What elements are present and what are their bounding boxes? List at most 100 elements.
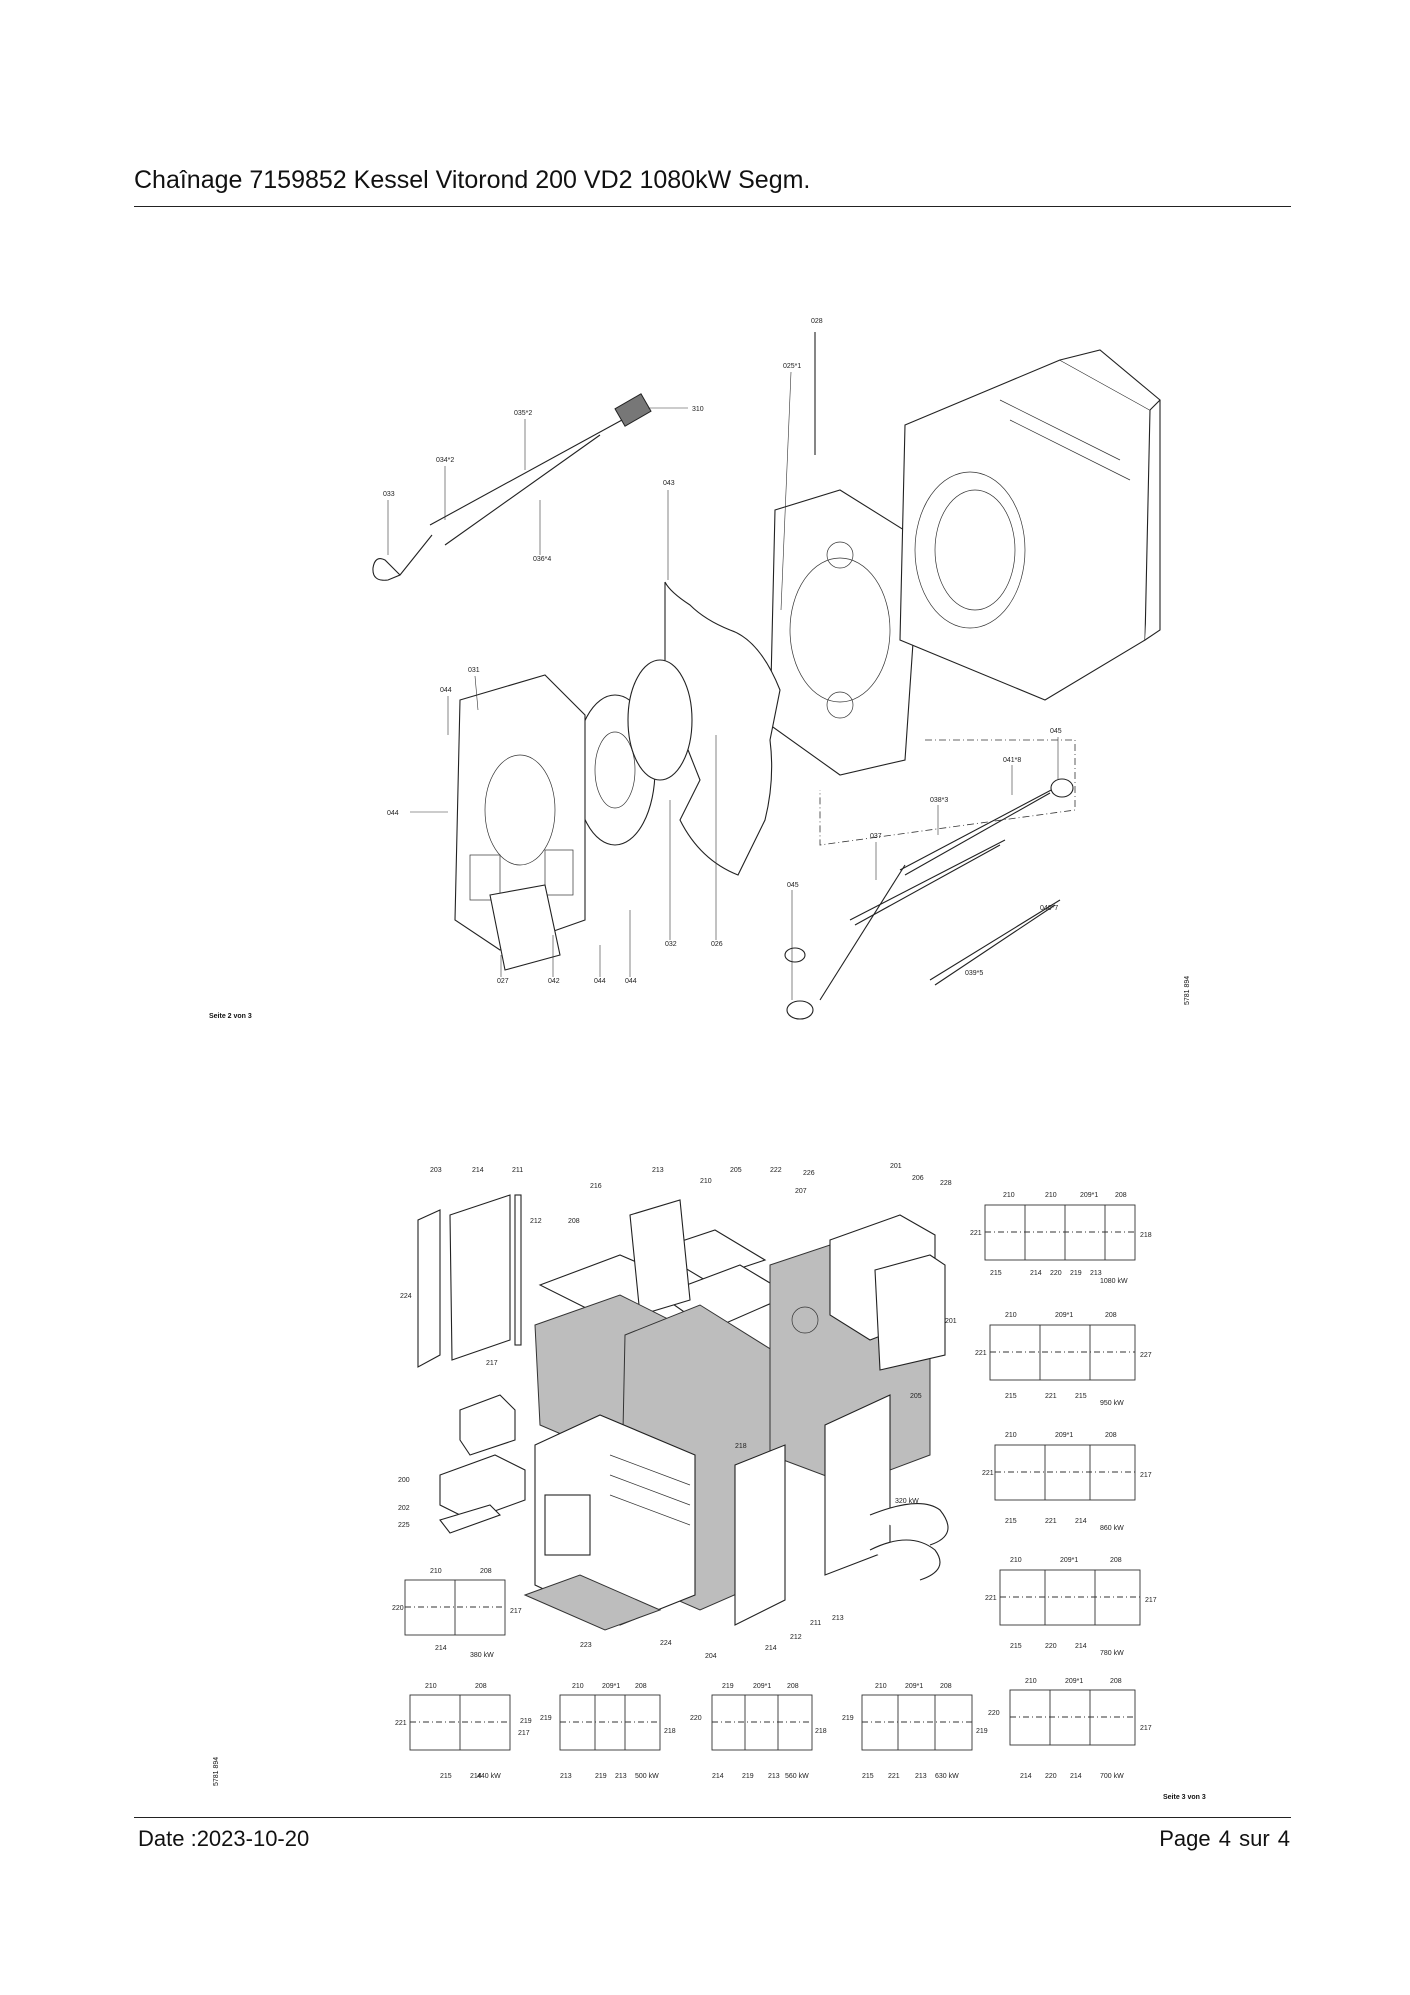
power-label: 500 kW: [635, 1773, 659, 1780]
exploded-diagram-bottom: 203 214 211 213 205 222 226 201 206 228 …: [392, 1163, 1157, 1780]
side-rail-203: [417, 1209, 441, 1368]
variant-grid: [404, 1204, 1141, 1751]
page-label-top: Seite 2 von 3: [209, 1013, 252, 1020]
svg-text:217: 217: [1140, 1725, 1152, 1732]
part-label: 213: [832, 1615, 844, 1622]
svg-text:218: 218: [815, 1728, 827, 1735]
svg-text:214: 214: [1030, 1270, 1042, 1277]
svg-text:215: 215: [1005, 1393, 1017, 1400]
svg-text:208: 208: [1105, 1432, 1117, 1439]
page-title: Chaînage 7159852 Kessel Vitorond 200 VD2…: [134, 166, 811, 194]
part-label: 038*3: [930, 797, 948, 804]
power-label: 380 kW: [470, 1652, 494, 1659]
part-label: 205: [730, 1167, 742, 1174]
part-label: 044: [440, 687, 452, 694]
svg-text:214: 214: [435, 1645, 447, 1652]
power-label: 860 kW: [1100, 1525, 1124, 1532]
power-label: 560 kW: [785, 1773, 809, 1780]
part-label: 207: [795, 1188, 807, 1195]
svg-text:220: 220: [392, 1605, 404, 1612]
part-label: 203: [430, 1167, 442, 1174]
part-label: 213: [652, 1167, 664, 1174]
svg-text:208: 208: [635, 1683, 647, 1690]
svg-text:219: 219: [722, 1683, 734, 1690]
part-label: 200: [398, 1477, 410, 1484]
svg-text:213: 213: [768, 1773, 780, 1780]
door-panel-214: [734, 1444, 786, 1626]
part-label: 222: [770, 1167, 782, 1174]
part-label: 035*2: [514, 410, 532, 417]
svg-text:208: 208: [1110, 1678, 1122, 1685]
power-labels: 320 kW 380 kW 440 kW 500 kW 560 kW 630 k…: [470, 1278, 1128, 1780]
svg-text:209*1: 209*1: [1055, 1312, 1073, 1319]
front-panel-200: [439, 1454, 526, 1521]
leader-lines-top: [387, 371, 1059, 1000]
power-label: 1080 kW: [1100, 1278, 1128, 1285]
power-label: 780 kW: [1100, 1650, 1124, 1657]
svg-text:210: 210: [430, 1568, 442, 1575]
svg-text:214: 214: [1070, 1773, 1082, 1780]
part-label: 224: [400, 1293, 412, 1300]
svg-text:215: 215: [1010, 1643, 1022, 1650]
svg-text:208: 208: [480, 1568, 492, 1575]
svg-text:213: 213: [615, 1773, 627, 1780]
boiler-segments: [899, 349, 1161, 701]
part-label: 034*2: [436, 457, 454, 464]
svg-text:221: 221: [1045, 1518, 1057, 1525]
part-label: 224: [660, 1640, 672, 1647]
part-label: 045: [1050, 728, 1062, 735]
seal-cord: [664, 581, 781, 876]
svg-text:213: 213: [560, 1773, 572, 1780]
variant-950-labels: 210 209*1 208 221 227 215 221 215: [975, 1312, 1152, 1400]
part-label: 044: [594, 978, 606, 985]
svg-text:210: 210: [1010, 1557, 1022, 1564]
part-label: 036*4: [533, 556, 551, 563]
svg-text:213: 213: [1090, 1270, 1102, 1277]
svg-text:220: 220: [988, 1710, 1000, 1717]
svg-text:217: 217: [1145, 1597, 1157, 1604]
turbulators: [784, 778, 1074, 1020]
variant-560-labels: 219 209*1 208 220 218 214 219 213: [690, 1683, 827, 1780]
svg-text:221: 221: [888, 1773, 900, 1780]
part-label: 028: [811, 318, 823, 325]
svg-text:210: 210: [572, 1683, 584, 1690]
part-label: 204: [705, 1653, 717, 1660]
dash-outline: [819, 739, 1076, 846]
svg-text:215: 215: [1075, 1393, 1087, 1400]
svg-text:220: 220: [690, 1715, 702, 1722]
part-label: 217: [486, 1360, 498, 1367]
svg-text:208: 208: [1110, 1557, 1122, 1564]
base-223: [523, 1574, 662, 1631]
part-label: 214: [765, 1645, 777, 1652]
svg-text:220: 220: [1045, 1773, 1057, 1780]
variant-440-labels: 210 208 221 217 215 214 219: [395, 1683, 532, 1780]
cable-b: [869, 1539, 941, 1581]
svg-text:214: 214: [712, 1773, 724, 1780]
variant-630-labels: 210 209*1 208 219 219 215 221 213: [842, 1683, 988, 1780]
part-label: 040*7: [1040, 905, 1058, 912]
svg-text:209*1: 209*1: [905, 1683, 923, 1690]
svg-text:209*1: 209*1: [1065, 1678, 1083, 1685]
part-labels-bottom: 203 214 211 213 205 222 226 201 206 228 …: [398, 1163, 957, 1660]
part-label: 205: [910, 1393, 922, 1400]
part-label: 211: [512, 1167, 523, 1174]
power-label: 630 kW: [935, 1773, 959, 1780]
svg-text:215: 215: [440, 1773, 452, 1780]
part-label: 310: [692, 406, 704, 413]
svg-text:209*1: 209*1: [602, 1683, 620, 1690]
svg-text:209*1: 209*1: [1080, 1192, 1098, 1199]
part-label: 037: [870, 833, 882, 840]
part-label: 201: [890, 1163, 902, 1170]
svg-text:214: 214: [470, 1773, 482, 1780]
variant-380-labels: 210 208 220 217 214: [392, 1568, 522, 1652]
svg-text:214: 214: [1020, 1773, 1032, 1780]
svg-text:215: 215: [990, 1270, 1002, 1277]
part-label: 026: [711, 941, 723, 948]
footer-divider: [134, 1817, 1291, 1818]
svg-text:210: 210: [1045, 1192, 1057, 1199]
part-label: 206: [912, 1175, 924, 1182]
svg-text:208: 208: [940, 1683, 952, 1690]
svg-text:214: 214: [1075, 1518, 1087, 1525]
svg-text:208: 208: [1115, 1192, 1127, 1199]
cleaning-brush: [372, 393, 688, 581]
